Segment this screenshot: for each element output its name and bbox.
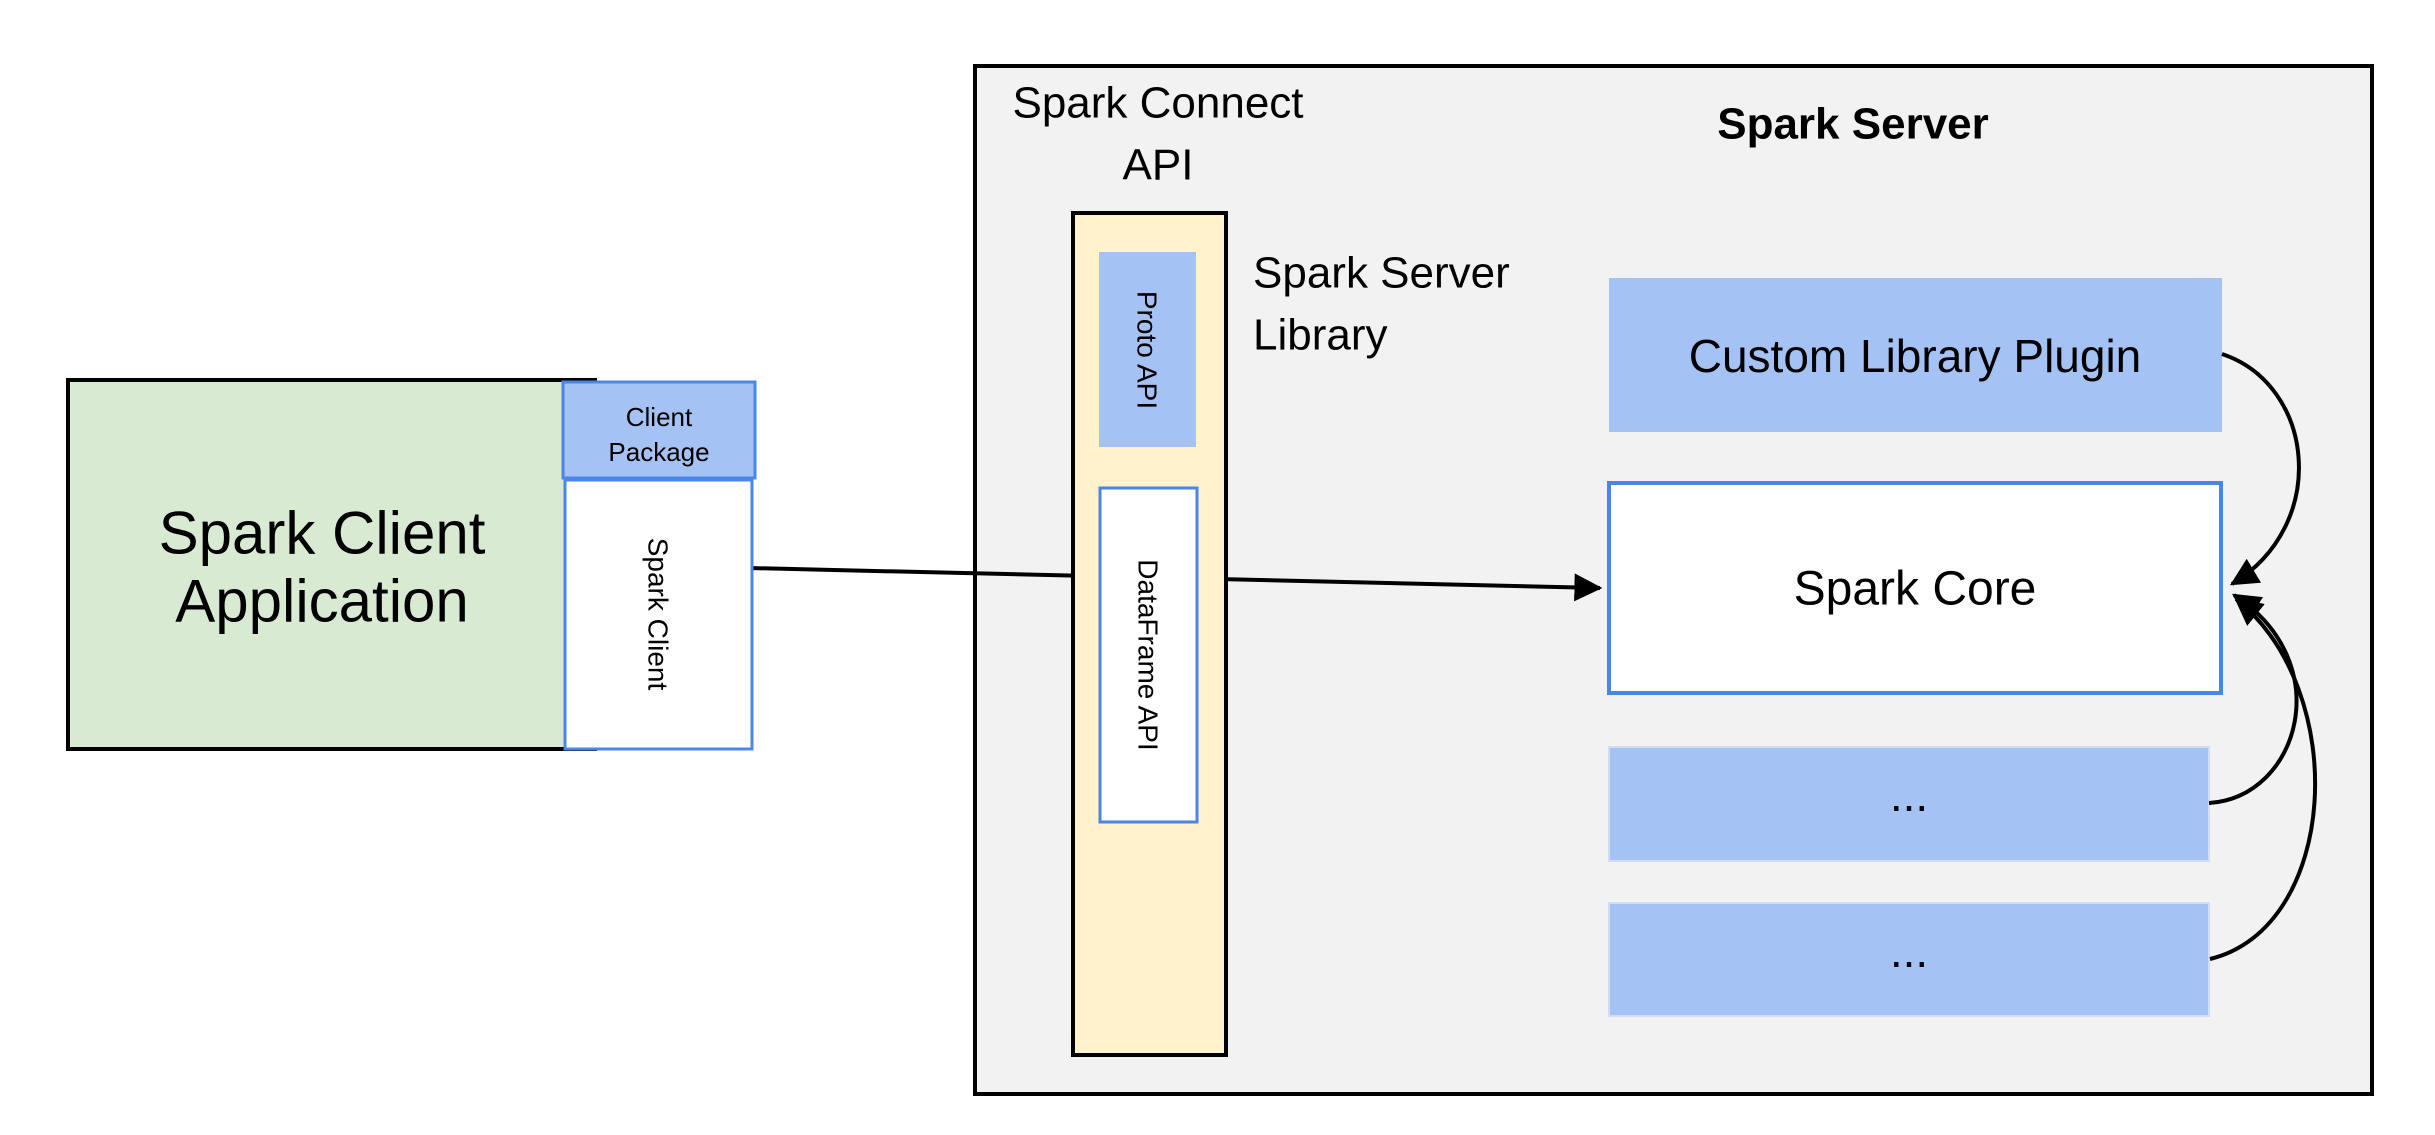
plugin-slot-2-box bbox=[1608, 902, 2210, 1017]
spark-core-label: Spark Core bbox=[1794, 563, 2037, 616]
client-package-label-line2: Package bbox=[608, 437, 709, 467]
spark-server-library-label-line2: Library bbox=[1253, 311, 1388, 360]
plugin-slot-2-label: ... bbox=[1890, 925, 1928, 977]
proto-api-label: Proto API bbox=[1132, 291, 1163, 409]
spark-client-label: Spark Client bbox=[643, 538, 674, 691]
dataframe-api-label: DataFrame API bbox=[1133, 559, 1164, 750]
slot2-to-core-arrow bbox=[2209, 597, 2317, 961]
spark-server-title: Spark Server bbox=[1717, 100, 1989, 149]
client-package-label-line1: Client bbox=[626, 402, 693, 432]
spark-client-application-label-line2: Application bbox=[175, 568, 469, 635]
plugin-to-core-arrow bbox=[2221, 352, 2301, 586]
spark-client-application-label-line1: Spark Client bbox=[159, 500, 486, 567]
spark-core-box bbox=[1607, 481, 2223, 695]
client-package-box bbox=[561, 380, 757, 480]
spark-server-library-label-line1: Spark Server bbox=[1253, 249, 1510, 298]
proto-api-box bbox=[1099, 252, 1196, 447]
spark-connect-api-title-line2: API bbox=[1123, 141, 1194, 190]
plugin-slot-1-box bbox=[1608, 746, 2210, 862]
custom-library-plugin-label: Custom Library Plugin bbox=[1689, 330, 2142, 382]
dataframe-api-box bbox=[1098, 486, 1199, 824]
slot1-to-core-arrow bbox=[2208, 593, 2299, 805]
spark-client-box bbox=[563, 478, 754, 751]
custom-library-plugin-box bbox=[1609, 278, 2222, 432]
spark-client-application-box bbox=[66, 378, 597, 751]
spark-connect-api-title-line1: Spark Connect bbox=[1012, 79, 1303, 128]
plugin-slot-1-label: ... bbox=[1890, 769, 1928, 821]
